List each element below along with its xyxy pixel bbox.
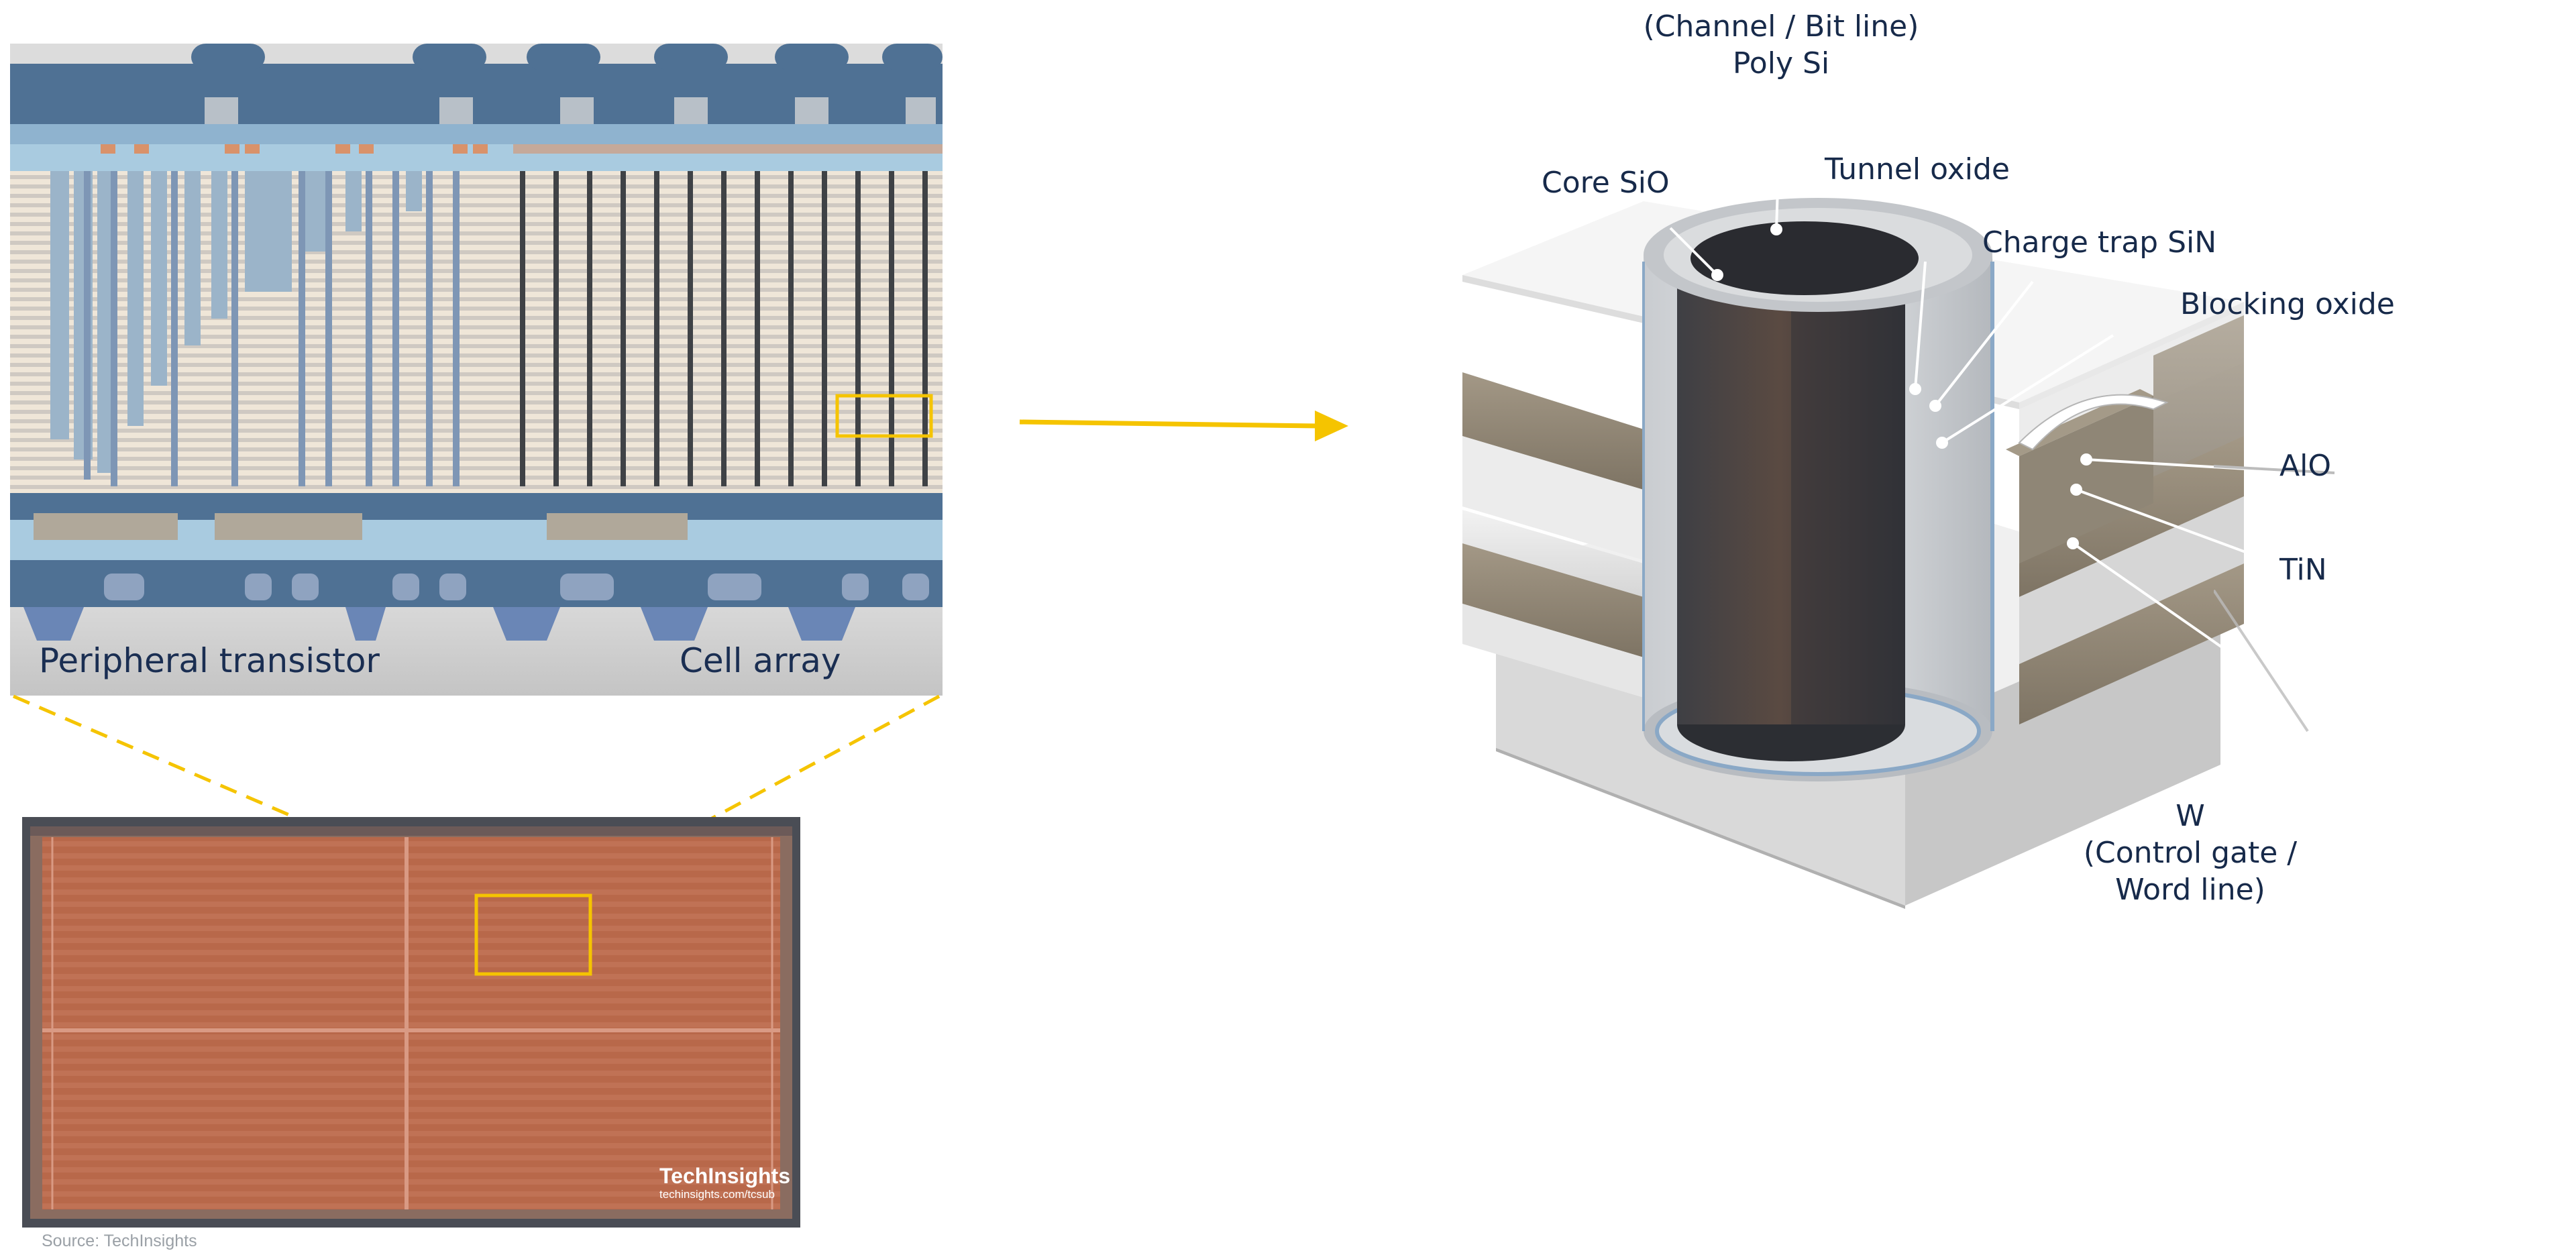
peripheral-transistor-label: Peripheral transistor [39,641,380,680]
die-photo [22,817,800,1228]
channel-bit-line-label: (Channel / Bit line) Poly Si [1623,8,1939,82]
tunnel-oxide-label: Tunnel oxide [1825,152,2010,186]
techinsights-url: techinsights.com/tcsub [659,1188,775,1201]
cell-array-label: Cell array [680,641,841,680]
zoom-connectors [13,694,941,898]
w-label-line1: W [2176,799,2205,833]
blocking-oxide-label: Blocking oxide [2180,287,2395,321]
memory-cell-3d [1462,188,2247,909]
core-sio-label: Core SiO [1542,166,1670,200]
label-leaders [2214,465,2335,732]
tungsten-word-line-label: W (Control gate / Word line) [2070,798,2311,908]
techinsights-logo-text: TechInsights [659,1164,790,1188]
w-label-line2: (Control gate / [2083,836,2298,870]
charge-trap-sin-label: Charge trap SiN [1982,225,2217,260]
zoom-arrow [1019,411,1348,441]
source-credit: Source: TechInsights [42,1232,197,1250]
tin-label: TiN [2279,553,2327,587]
channel-label-line1: (Channel / Bit line) [1643,9,1919,44]
alo-label: AlO [2279,449,2331,483]
w-label-line3: Word line) [2115,873,2265,907]
channel-label-line2: Poly Si [1732,46,1830,80]
cross-section-image [10,44,943,696]
